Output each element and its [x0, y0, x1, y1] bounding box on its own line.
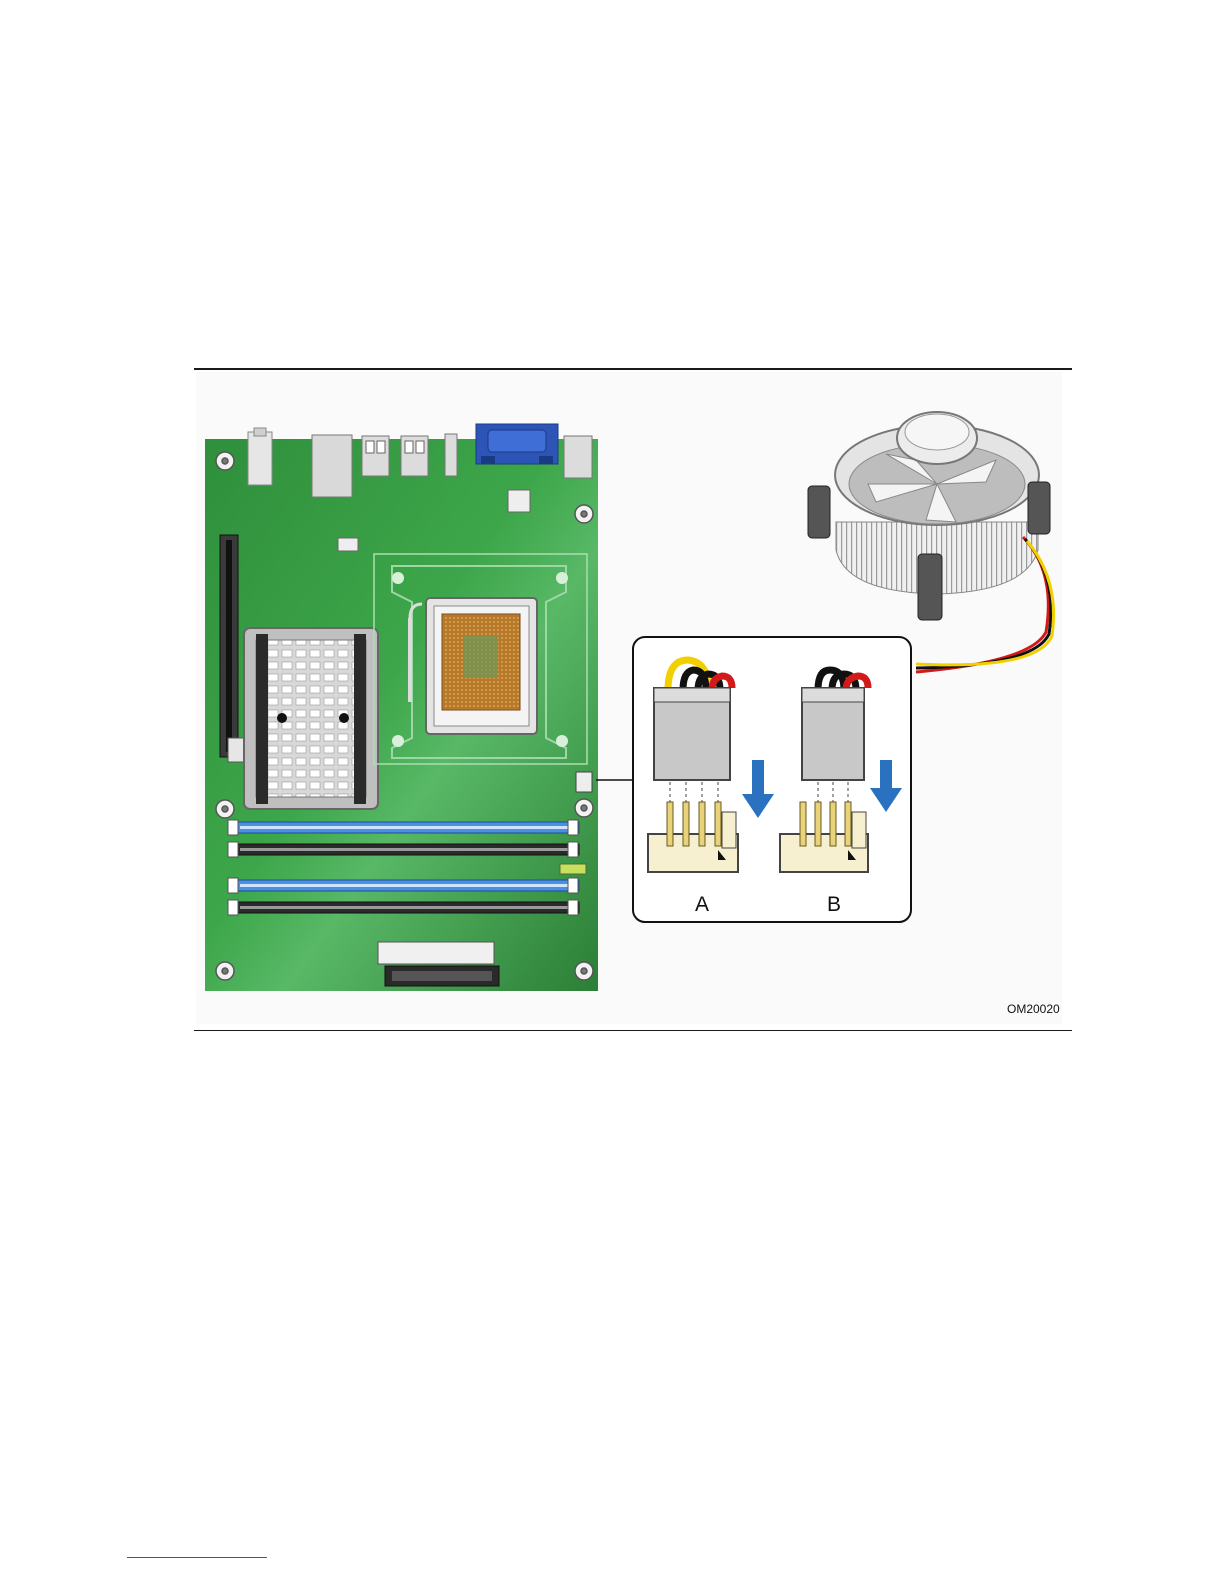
bottom-rule: [194, 1030, 1072, 1031]
footnote-rule: [127, 1557, 267, 1558]
fan-header-inset: [633, 637, 911, 922]
inset-label-b: B: [827, 893, 841, 917]
board-fan-header: [576, 772, 592, 792]
fan-header-4pin-icon: [648, 660, 738, 872]
motherboard: [205, 424, 633, 991]
inset-label-a: A: [695, 893, 709, 917]
fan-connection-figure: [196, 372, 1062, 1024]
figure-id-label: OM20020: [1007, 1002, 1060, 1016]
heatsink-icon: [244, 628, 378, 809]
cpu-fan-icon: [808, 412, 1054, 672]
top-rule: [194, 368, 1072, 370]
